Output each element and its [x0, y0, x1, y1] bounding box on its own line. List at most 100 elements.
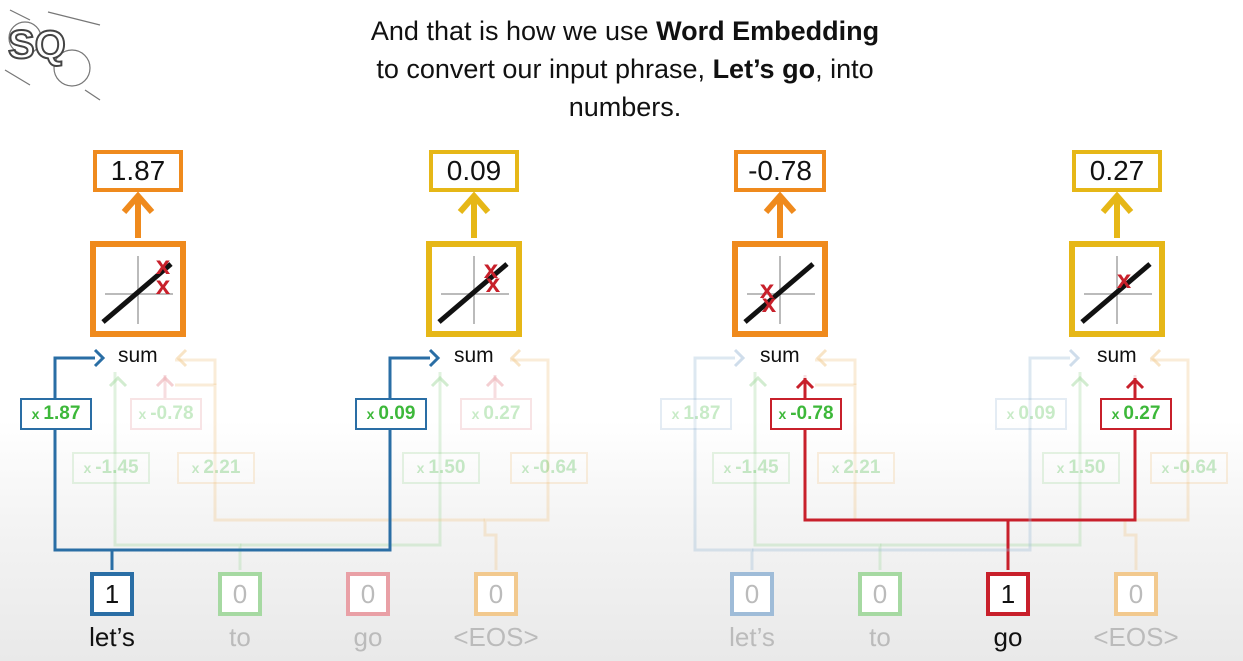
wire-to: [240, 372, 442, 547]
sum-input-arrow: [748, 375, 768, 388]
wire-eos: [175, 383, 485, 522]
multiply-symbol: x: [31, 406, 40, 422]
multiply-symbol: x: [191, 460, 200, 476]
sum-input-arrow: [1149, 348, 1162, 368]
logo-text: SQ: [8, 23, 66, 67]
output-value-box: 0.09: [429, 150, 519, 192]
weight-box: x-0.64: [510, 452, 588, 484]
multiply-symbol: x: [471, 406, 480, 422]
input-token-label: go: [993, 622, 1023, 652]
output-value-box: 1.87: [93, 150, 183, 192]
caption-bold1: Word Embedding: [656, 16, 880, 46]
multiply-symbol: x: [366, 406, 375, 422]
output-arrow: [121, 191, 155, 238]
caption-bold2: Let’s go: [712, 54, 816, 84]
identity-activation-graph: xx: [732, 241, 828, 337]
data-point-x-mark: x: [1117, 264, 1132, 294]
input-token-label: to: [229, 622, 251, 652]
one-hot-input-box: 0: [218, 572, 262, 616]
sum-label: sum: [118, 344, 158, 367]
identity-activation-graph: x: [1069, 241, 1165, 337]
data-point-x-mark: x: [486, 268, 501, 298]
weight-box: x-1.45: [72, 452, 150, 484]
one-hot-input-box: 0: [346, 572, 390, 616]
one-hot-input-box: 1: [986, 572, 1030, 616]
wire-eos: [510, 358, 550, 385]
weight-value: 1.87: [683, 403, 721, 424]
data-point-x-mark: x: [762, 288, 777, 318]
data-point-x-mark: x: [760, 274, 775, 304]
weight-box: x-1.45: [712, 452, 790, 484]
weight-value: 0.27: [483, 403, 521, 424]
sum-label: sum: [454, 344, 494, 367]
caption-part2: to convert our input phrase,: [376, 54, 713, 84]
multiply-symbol: x: [1056, 460, 1065, 476]
one-hot-input-box: 0: [474, 572, 518, 616]
multiply-symbol: x: [1111, 406, 1120, 422]
input-token-label: let’s: [89, 622, 135, 652]
multiply-symbol: x: [1006, 406, 1015, 422]
wire-to: [880, 372, 1082, 547]
sum-input-arrow: [509, 348, 522, 368]
multiply-symbol: x: [83, 460, 92, 476]
one-hot-input-box: 1: [90, 572, 134, 616]
input-token-label: <EOS>: [453, 622, 539, 652]
data-point-x-mark: x: [156, 270, 171, 300]
input-token-label: go: [353, 622, 383, 652]
multiply-symbol: x: [831, 460, 840, 476]
weight-value: 1.87: [43, 403, 81, 424]
weight-value: 1.50: [428, 457, 466, 478]
weight-value: -0.64: [1173, 457, 1217, 478]
weight-value: 2.21: [843, 457, 881, 478]
output-arrow: [457, 191, 491, 238]
sum-label: sum: [1097, 344, 1137, 367]
weight-box: x-0.64: [1150, 452, 1228, 484]
sum-input-arrow: [815, 348, 828, 368]
wire-lets: [752, 356, 1070, 552]
weight-value: -0.78: [790, 403, 834, 424]
output-arrow: [1100, 191, 1134, 238]
input-token-label: <EOS>: [1093, 622, 1179, 652]
caption: And that is how we use Word Embedding to…: [360, 12, 890, 126]
multiply-symbol: x: [723, 460, 732, 476]
identity-activation-graph: xx: [426, 241, 522, 337]
sum-input-arrow: [428, 348, 441, 368]
weight-box: x-0.78: [770, 398, 842, 430]
one-hot-input-box: 0: [730, 572, 774, 616]
weight-value: -1.45: [735, 457, 779, 478]
active-wire: [803, 430, 1010, 570]
statquest-logo: SQ: [4, 9, 101, 101]
input-token-label: to: [869, 622, 891, 652]
output-value-box: 0.27: [1072, 150, 1162, 192]
multiply-symbol: x: [778, 406, 787, 422]
sum-input-arrow: [795, 377, 815, 390]
active-wire: [1008, 430, 1137, 522]
output-value-box: -0.78: [734, 150, 826, 192]
multiply-symbol: x: [1161, 460, 1170, 476]
weight-value: 1.50: [1068, 457, 1106, 478]
wire-eos: [175, 358, 217, 385]
output-arrow: [763, 191, 797, 238]
sum-input-arrow: [1125, 377, 1145, 390]
weight-value: -0.78: [150, 403, 194, 424]
weight-value: 0.27: [1123, 403, 1161, 424]
active-wire: [112, 356, 430, 552]
one-hot-input-box: 0: [858, 572, 902, 616]
sum-input-arrow: [175, 348, 188, 368]
caption-part1: And that is how we use: [370, 16, 657, 46]
active-wire: [53, 356, 114, 570]
one-hot-input-box: 0: [1114, 572, 1158, 616]
sum-input-arrow: [485, 375, 505, 388]
wire-lets: [693, 356, 754, 570]
wire-eos: [815, 358, 857, 385]
data-point-x-mark: x: [156, 250, 171, 280]
